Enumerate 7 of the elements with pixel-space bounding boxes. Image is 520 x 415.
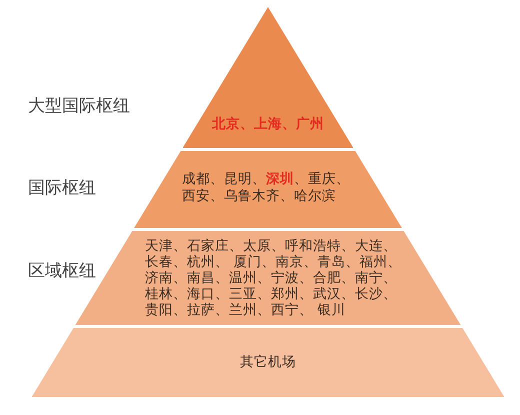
tier-label: 大型国际枢纽 [28,96,130,117]
tier-label: 区域枢纽 [28,261,96,282]
city-list: 天津、石家庄、太原、呼和浩特、大连、长春、杭州、 厦门、南京、青岛、福州、济南、南昌、温州、宁波、合肥、南宁、桂林、海口、三亚、郑州、武汉、长沙、贵阳、拉萨、兰州、西宁、 银川 [144,238,402,318]
city-list: 成都、昆明、深圳、重庆、西安、乌鲁木齐、哈尔滨 [182,171,356,205]
tier-label: 国际枢纽 [28,178,96,199]
tier-text: 其它机场 [240,353,296,371]
city-list: 北京、上海、广州 [212,115,324,133]
